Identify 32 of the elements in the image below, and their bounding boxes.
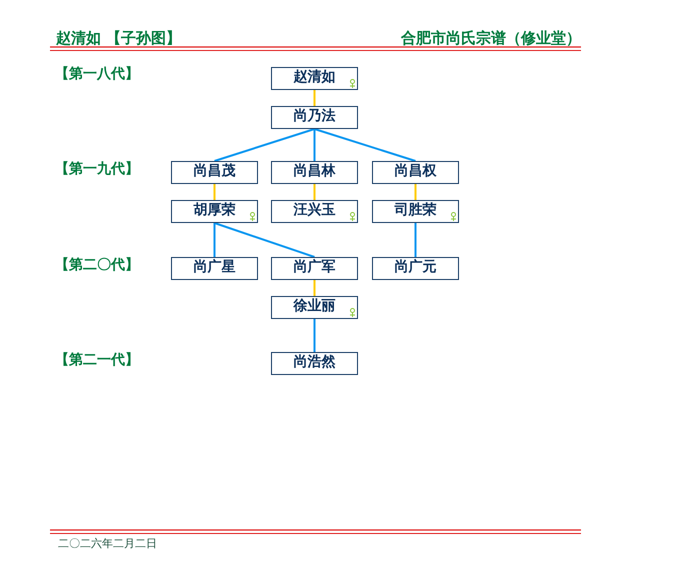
connector-line [414,223,416,257]
person-box: 尚浩然 [271,352,358,375]
person-box: 尚昌茂 [171,161,258,184]
connector-line [214,222,315,258]
person-box: 尚广星 [171,257,258,280]
person-box: 尚广元 [372,257,459,280]
connector-line [214,184,216,200]
connector-line [314,184,316,200]
person-box: 汪兴玉 [271,200,358,223]
generation-label: 【第二〇代】 [55,256,139,274]
connector-line [314,90,316,106]
person-box: 尚昌林 [271,161,358,184]
person-box: 尚乃法 [271,106,358,129]
connector-line [214,223,216,257]
person-box: 胡厚荣 [171,200,258,223]
connector-line [214,128,315,162]
person-box: 尚昌权 [372,161,459,184]
person-box: 徐业丽 [271,296,358,319]
generation-label: 【第二一代】 [55,351,139,369]
header-title: 合肥市尚氏宗谱（修业堂） [401,29,581,48]
connector-line [314,319,316,352]
connector-line [314,128,416,162]
connector-line [314,280,316,296]
page-title: 赵清如 【子孙图】 [56,29,182,48]
person-box: 赵清如 [271,67,358,90]
generation-label: 【第一九代】 [55,160,139,178]
person-box: 司胜荣 [372,200,459,223]
person-box: 尚广军 [271,257,358,280]
connector-line [314,129,316,161]
connector-line [414,184,416,200]
generation-label: 【第一八代】 [55,65,139,83]
date-text: 二〇二六年二月二日 [58,536,157,551]
